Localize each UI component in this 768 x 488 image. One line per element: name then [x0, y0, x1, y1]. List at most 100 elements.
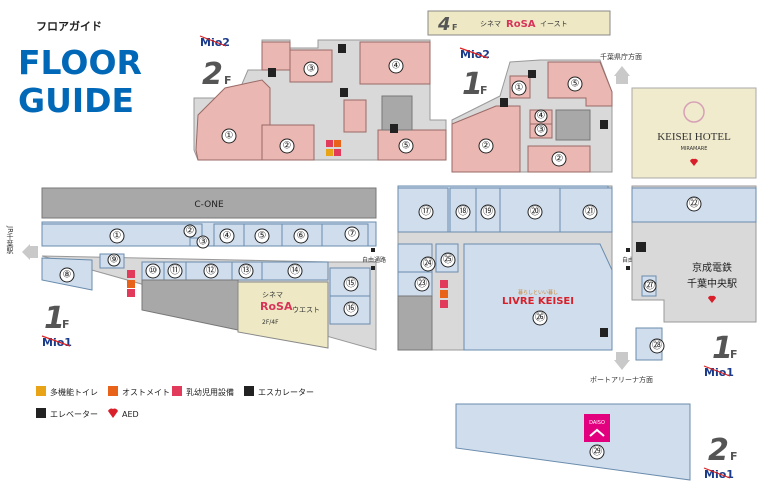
escalator-icon — [338, 44, 346, 53]
label-19: ⑲ — [483, 206, 493, 218]
label-8: ⑧ — [63, 270, 72, 281]
shop-29[interactable] — [455, 403, 691, 481]
shop-small2-2f[interactable] — [261, 41, 291, 71]
rosa-west-floors: 2F/4F — [262, 319, 279, 326]
jr-chiba-label: JR千葉駅 — [6, 225, 14, 255]
aed-icon — [108, 408, 118, 418]
daiso-logo — [584, 414, 610, 442]
ostomate-icon — [127, 280, 135, 288]
toilet-icon — [127, 270, 135, 278]
void-1f — [555, 109, 591, 141]
rosa-east-text: イースト — [540, 20, 568, 28]
cone-building[interactable] — [41, 187, 377, 219]
label-2: ② — [186, 226, 195, 237]
left-arrow-icon — [22, 244, 30, 260]
escalator-icon — [340, 88, 348, 97]
label-1-2f: ① — [225, 131, 234, 142]
label-20: ⑳ — [530, 206, 540, 218]
label-25: ㉕ — [443, 254, 453, 266]
nursing-room-icon — [172, 386, 182, 396]
escalator-icon — [636, 242, 646, 252]
rosa-west-text: ウエスト — [292, 306, 320, 314]
label-3-2f: ③ — [307, 64, 316, 75]
passage-marker — [371, 248, 375, 252]
aed-icon — [690, 158, 698, 166]
down-arrow-stem — [616, 352, 628, 360]
passage-marker — [626, 266, 630, 270]
label-21: ㉑ — [585, 206, 595, 218]
label-14: ⑭ — [290, 265, 300, 277]
label-22: ㉒ — [689, 198, 699, 210]
jp-title: フロアガイド — [36, 19, 102, 33]
shop-1-2f[interactable] — [195, 79, 271, 161]
label-7: ⑦ — [348, 229, 357, 240]
rosa-west-logo: RoSA — [260, 300, 293, 313]
strike-mark — [459, 47, 489, 59]
toilet-icon — [334, 149, 341, 156]
legend-aed: AED — [122, 410, 139, 419]
chiba-pref-direction: 千葉県庁方面 — [600, 52, 642, 61]
rosa-west-cinema: シネマ — [262, 291, 283, 299]
nursing-room-icon — [440, 300, 448, 308]
label-23: ㉓ — [417, 278, 427, 290]
label-1: ① — [113, 231, 122, 242]
shop-small-2f[interactable] — [343, 99, 367, 133]
elevator-icon — [268, 68, 276, 77]
escalator-icon — [528, 70, 536, 78]
ostomate-icon — [108, 386, 118, 396]
floor-4f-num: 4 — [437, 14, 451, 35]
escalator-icon — [390, 124, 398, 133]
strike-mark — [41, 335, 71, 347]
gray-block-center — [397, 295, 433, 351]
keisei-hotel: KEISEI HOTEL MIRAMARE — [631, 87, 757, 179]
livre-logo: LIVRE KEISEI — [502, 296, 574, 307]
label-27: ㉗ — [645, 280, 655, 292]
rosa-west-box[interactable] — [237, 281, 329, 349]
mio1-2f-bottom: DAISO ㉙ 2 F Mio1 — [455, 403, 738, 481]
label-24: ㉔ — [423, 258, 433, 270]
floor-right1-num: 1 — [712, 331, 733, 366]
label-1-1f: ① — [515, 83, 524, 94]
floor-1f-num: 1 — [462, 67, 483, 102]
legend: 多機能トイレ オストメイト 乳幼児用設備 エスカレーター エレベーター AED — [36, 386, 314, 419]
title-guide: GUIDE — [18, 81, 134, 120]
shop-26-livre[interactable] — [463, 243, 613, 351]
label-2-2f: ② — [283, 141, 292, 152]
nursing-room-icon — [326, 140, 333, 147]
floor-br2-sub: F — [730, 450, 738, 463]
daiso-text: DAISO — [589, 420, 605, 426]
cinema-rosa-east-4f: 4 F シネマ RoSA イースト — [427, 10, 611, 36]
label-26: ㉖ — [535, 312, 545, 324]
label-17: ⑰ — [421, 206, 431, 218]
floor-4f-sub: F — [452, 23, 457, 32]
toilet-icon — [440, 280, 448, 288]
keisei-hotel-name: KEISEI HOTEL — [657, 131, 731, 143]
label-13: ⑬ — [241, 265, 251, 277]
rosa-east-box[interactable] — [427, 10, 611, 36]
label-2b-1f: ② — [555, 154, 564, 165]
down-arrow-icon — [614, 360, 630, 370]
label-5-2f: ⑤ — [402, 141, 411, 152]
label-4-1f: ④ — [537, 111, 546, 122]
mio1-1f-left: C-ONE シネマ RoSA ウエスト 2F/4F ① ② ③ ④ ⑤ ⑥ ⑦ … — [41, 187, 377, 351]
legend-escalator: エスカレーター — [258, 388, 314, 397]
up-arrow-stem — [616, 76, 628, 84]
shop-16[interactable] — [329, 295, 371, 325]
floor-right1-sub: F — [730, 348, 738, 361]
label-5-1f: ⑤ — [571, 79, 580, 90]
up-arrow-icon — [614, 66, 630, 76]
left-arrow-stem — [30, 246, 38, 258]
label-18: ⑱ — [458, 206, 468, 218]
ostomate-icon — [440, 290, 448, 298]
legend-elevator: エレベーター — [50, 410, 98, 419]
livre-keisei-1f: 暮らしといい暮し LIVRE KEISEI ⑰ ⑱ ⑲ ⑳ ㉑ ㉓ ㉔ ㉕ ㉖ — [397, 185, 613, 351]
chevron-up-icon — [589, 428, 605, 437]
strike-mark — [703, 365, 731, 377]
label-29: ㉙ — [592, 446, 602, 458]
livre-sub: 暮らしといい暮し — [518, 289, 558, 296]
ostomate-icon — [334, 140, 341, 147]
label-6: ⑥ — [297, 231, 306, 242]
passage-marker — [626, 248, 630, 252]
escalator-icon — [600, 120, 608, 129]
